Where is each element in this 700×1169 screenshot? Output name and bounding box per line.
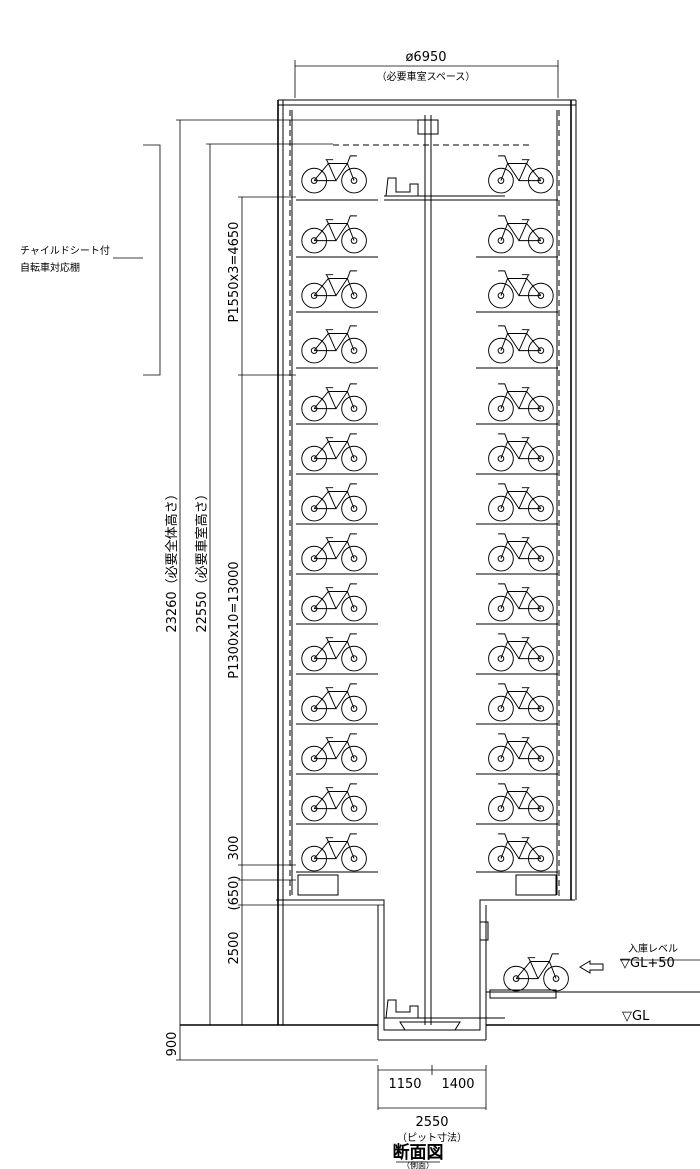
bicycle-rack-right	[488, 155, 554, 872]
child-seat-label-1: チャイルドシート付	[20, 244, 110, 257]
room-height-dim: 22550（必要車室高さ）	[194, 487, 210, 632]
pit-total-dim: 2550	[415, 1115, 448, 1130]
gl-label: ▽GL	[622, 1009, 650, 1024]
d650-dim: (650)	[227, 876, 242, 911]
d300-dim: 300	[227, 836, 242, 861]
total-height-dim: 23260（必要全体高さ）	[164, 487, 180, 632]
entry-level-label: 入庫レベル	[628, 942, 678, 955]
entry-bicycle	[489, 953, 569, 999]
pit-left-dim: 1150	[388, 1077, 421, 1092]
child-pitch-dim: P1550x3=4650	[227, 222, 242, 323]
drawing-title: 断面図	[393, 1142, 444, 1163]
tower-frame	[180, 99, 700, 1041]
pit-note: （ピット寸法）	[397, 1131, 467, 1144]
bicycle-rack-left	[301, 155, 367, 872]
d2500-dim: 2500	[227, 931, 242, 964]
transfer-robot-icon	[385, 177, 419, 1019]
child-seat-label-2: 自転車対応棚	[20, 261, 80, 274]
width-dim: ø6950	[405, 50, 446, 65]
gl-plus-label: ▽GL+50	[620, 956, 675, 971]
d900-dim: 900	[165, 1032, 180, 1057]
pit-right-dim: 1400	[441, 1077, 474, 1092]
entry-arrow-icon	[579, 960, 604, 974]
rack-shelves	[296, 199, 558, 873]
std-pitch-dim: P1300x10=13000	[227, 561, 242, 678]
width-note: （必要車室スペース）	[377, 70, 476, 83]
dimension-lines	[113, 60, 700, 1110]
drawing-subtitle: （側面）	[402, 1160, 434, 1169]
